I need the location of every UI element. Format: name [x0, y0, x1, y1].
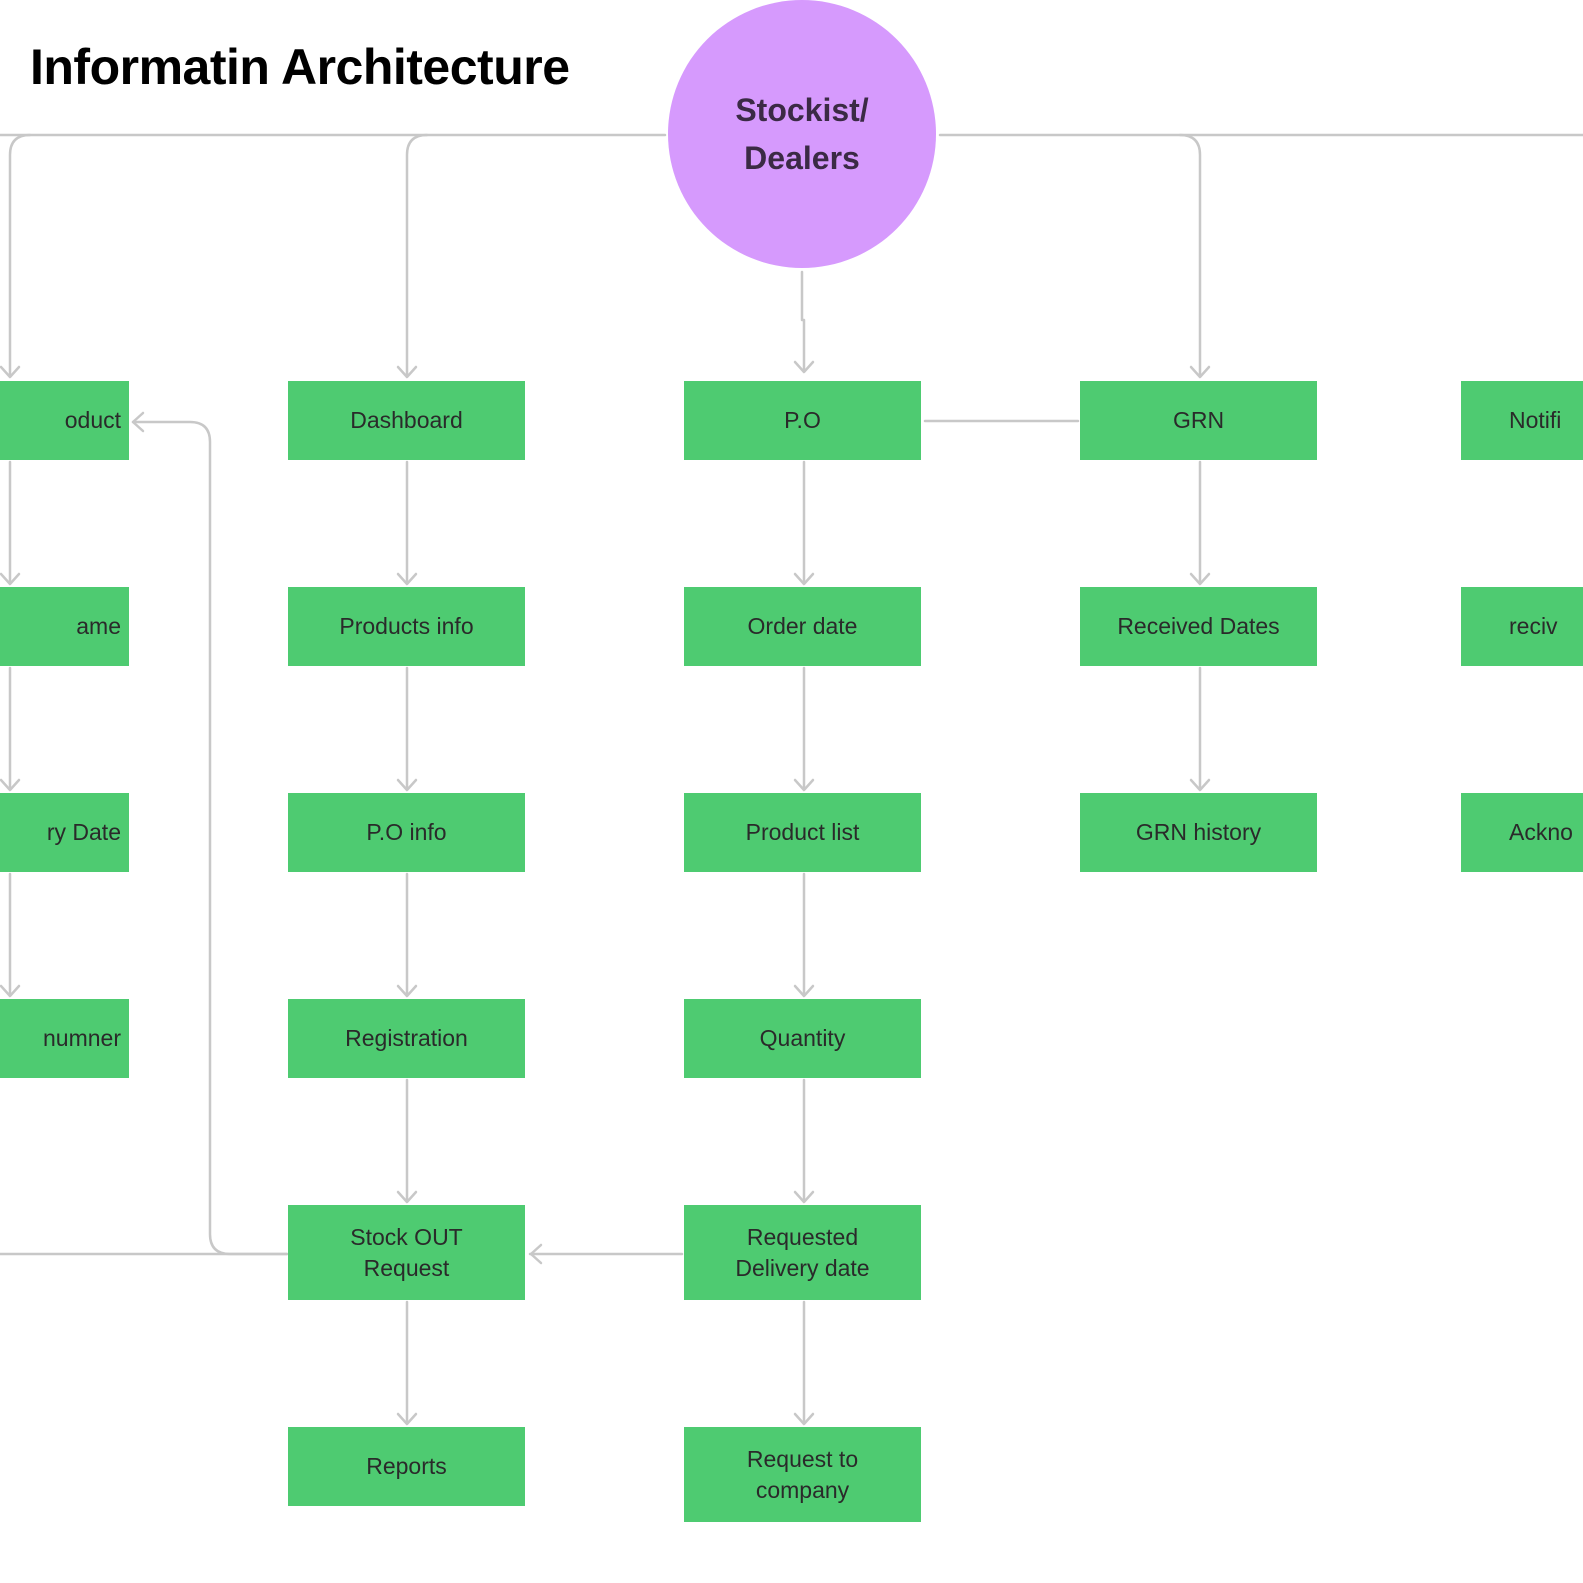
connector-to-po: [800, 270, 806, 372]
node-label: Reports: [366, 1453, 447, 1479]
node-po[interactable]: P.O: [684, 381, 921, 460]
node-expiry-date[interactable]: ry Date: [0, 793, 129, 872]
node-label: ry Date: [46, 819, 121, 845]
root-node-label: Stockist/ Dealers: [735, 92, 869, 176]
node-product[interactable]: oduct: [0, 381, 129, 460]
node-received[interactable]: reciv: [1461, 587, 1583, 666]
node-label: numner: [43, 1025, 121, 1051]
arrowhead: [396, 1190, 418, 1204]
node-label: P.O: [784, 407, 821, 433]
node-label: oduct: [64, 407, 121, 433]
connector-stockout-loop: [131, 420, 289, 1256]
node-label: reciv: [1509, 613, 1558, 639]
arrowhead: [1189, 778, 1211, 792]
node-grn[interactable]: GRN: [1080, 381, 1317, 460]
node-label: GRN history: [1135, 819, 1262, 845]
connector-to-product: [8, 133, 32, 377]
node-label: Received Dates: [1117, 613, 1280, 639]
node-product-list[interactable]: Product list: [684, 793, 921, 872]
arrowhead: [793, 572, 815, 586]
arrowhead: [396, 572, 418, 586]
arrowhead: [793, 360, 815, 374]
node-label: ame: [76, 613, 121, 639]
node-label: Registration: [345, 1025, 468, 1051]
node-po-info[interactable]: P.O info: [288, 793, 525, 872]
connector-to-dashboard: [405, 133, 429, 377]
node-notification[interactable]: Notifi: [1461, 381, 1583, 460]
node-registration[interactable]: Registration: [288, 999, 525, 1078]
arrowhead: [793, 778, 815, 792]
node-stock-out-request[interactable]: Stock OUT Request: [288, 1205, 525, 1300]
node-label: Dashboard: [350, 407, 463, 433]
node-dashboard[interactable]: Dashboard: [288, 381, 525, 460]
arrowhead: [396, 365, 418, 379]
arrowhead: [793, 1412, 815, 1426]
arrowhead: [131, 411, 145, 433]
node-label: P.O info: [366, 819, 447, 845]
node-label: Request to company: [746, 1445, 859, 1503]
node-label: Ackno: [1509, 819, 1573, 845]
node-order-date[interactable]: Order date: [684, 587, 921, 666]
node-request-to-company[interactable]: Request to company: [684, 1427, 921, 1522]
arrowhead: [396, 984, 418, 998]
node-reports[interactable]: Reports: [288, 1427, 525, 1506]
arrowhead: [0, 984, 21, 998]
node-label: Order date: [747, 613, 858, 639]
node-batch-number[interactable]: numner: [0, 999, 129, 1078]
arrowhead: [0, 572, 21, 586]
root-node-stockist-dealers[interactable]: Stockist/ Dealers: [668, 0, 936, 268]
page-title: Informatin Architecture: [30, 39, 570, 95]
node-label: Quantity: [759, 1025, 846, 1051]
node-grn-history[interactable]: GRN history: [1080, 793, 1317, 872]
node-label: GRN: [1172, 407, 1225, 433]
arrowhead: [0, 365, 21, 379]
node-label: Product list: [745, 819, 860, 845]
connector-to-grn: [1178, 133, 1202, 377]
arrowhead: [396, 778, 418, 792]
node-quantity[interactable]: Quantity: [684, 999, 921, 1078]
node-label: Stock OUT Request: [350, 1223, 463, 1281]
arrowhead: [1189, 365, 1211, 379]
node-acknowledgement[interactable]: Ackno: [1461, 793, 1583, 872]
arrowhead: [529, 1243, 543, 1265]
arrowhead: [1189, 572, 1211, 586]
node-product-name[interactable]: ame: [0, 587, 129, 666]
node-label: Requested Delivery date: [735, 1223, 870, 1281]
arrowhead: [396, 1412, 418, 1426]
arrowhead: [0, 778, 21, 792]
node-products-info[interactable]: Products info: [288, 587, 525, 666]
arrowhead: [793, 1190, 815, 1204]
node-requested-delivery-date[interactable]: Requested Delivery date: [684, 1205, 921, 1300]
node-received-dates[interactable]: Received Dates: [1080, 587, 1317, 666]
node-label: Products info: [339, 613, 474, 639]
arrowhead: [793, 984, 815, 998]
node-label: Notifi: [1509, 407, 1562, 433]
